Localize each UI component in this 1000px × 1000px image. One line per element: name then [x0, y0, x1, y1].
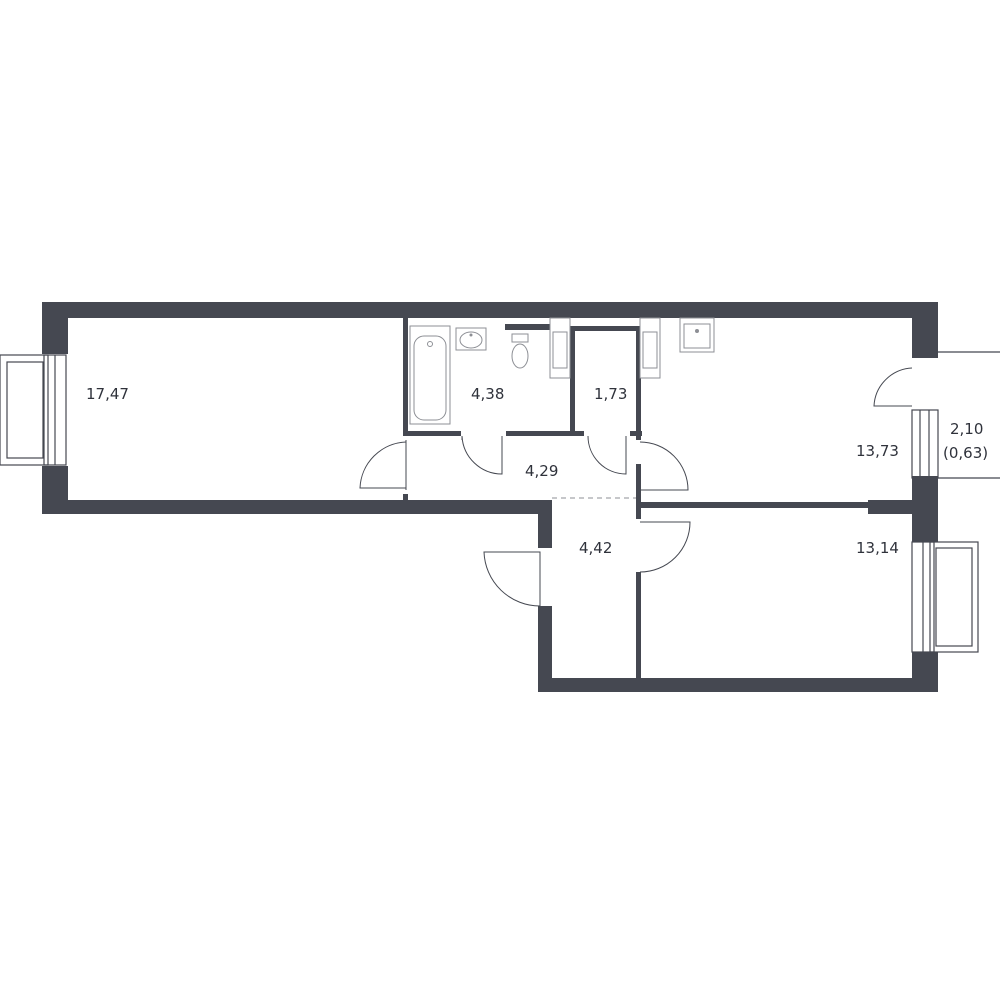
window-left-icon — [0, 354, 67, 466]
interior-walls — [403, 318, 912, 680]
window-right-icon — [911, 541, 979, 653]
balcony-area: 2,10 — [950, 420, 983, 438]
radiator-icon — [549, 317, 661, 379]
sink-icon — [455, 327, 487, 351]
door-icon — [359, 367, 913, 607]
toilet-icon — [511, 333, 529, 369]
bathroom-area: 4,38 — [471, 385, 504, 403]
stove-icon — [679, 317, 715, 353]
kitchen-area: 13,73 — [856, 442, 899, 460]
bedroom-area: 13,14 — [856, 539, 899, 557]
outer-walls — [42, 302, 938, 692]
hallway-area: 4,29 — [525, 462, 558, 480]
balcony-reduced-area: (0,63) — [943, 444, 988, 462]
toilet-area: 1,73 — [594, 385, 627, 403]
living-room-area: 17,47 — [86, 385, 129, 403]
bathtub-icon — [409, 325, 451, 425]
entry-hall-area: 4,42 — [579, 539, 612, 557]
